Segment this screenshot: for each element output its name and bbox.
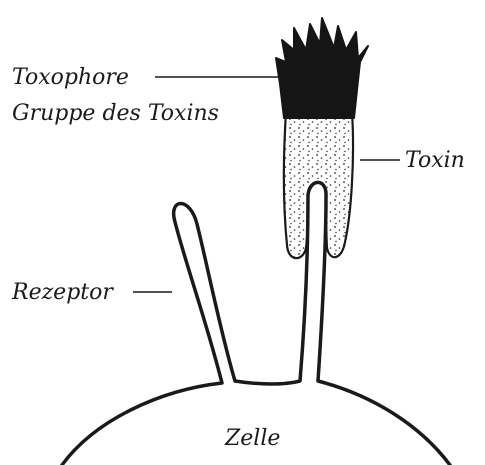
zelle-label: Zelle — [224, 426, 280, 451]
toxophore-label-line1: Toxophore — [12, 65, 129, 90]
rezeptor-label: Rezeptor — [11, 280, 114, 305]
cell-outline — [62, 182, 450, 465]
toxophore-group — [276, 18, 368, 118]
toxin-body — [284, 112, 353, 258]
toxophore-label-line2: Gruppe des Toxins — [12, 101, 219, 126]
toxin-label: Toxin — [405, 148, 465, 173]
